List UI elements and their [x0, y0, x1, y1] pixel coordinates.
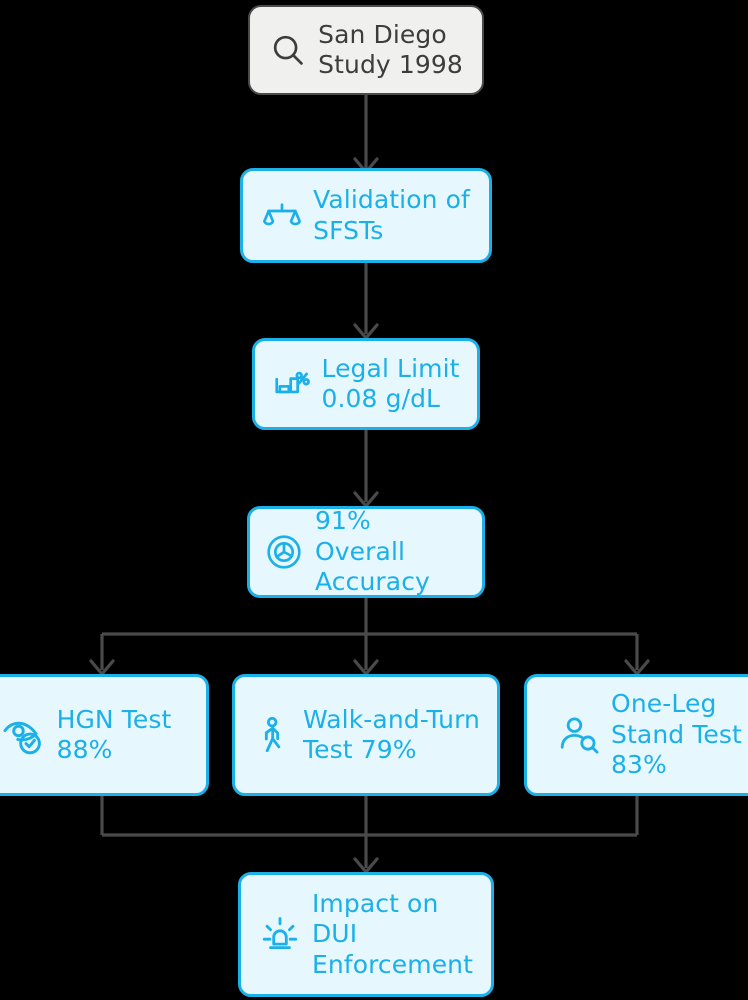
siren-beacon-icon — [259, 914, 301, 956]
node-label: Impact on DUI Enforcement — [311, 888, 474, 979]
node-label: San Diego Study 1998 — [318, 19, 463, 80]
eye-check-icon — [2, 713, 46, 757]
node-label: One-Leg Stand Test 83% — [611, 689, 742, 780]
node-validation-of-sfsts[interactable]: Validation of SFSTs — [240, 168, 492, 263]
node-label: Walk-and-Turn Test 79% — [303, 704, 480, 765]
edge-accuracy-fanout — [89, 598, 650, 676]
node-label: 91% Overall Accuracy — [315, 506, 430, 597]
node-impact-on-dui-enforcement[interactable]: Impact on DUI Enforcement — [238, 872, 494, 997]
node-label: Legal Limit 0.08 g/dL — [321, 353, 460, 414]
node-san-diego-study[interactable]: San Diego Study 1998 — [248, 5, 484, 95]
edge-tests-merge-to-impact — [100, 796, 639, 874]
scales-balance-icon — [262, 196, 302, 236]
node-walk-and-turn-test[interactable]: Walk-and-Turn Test 79% — [232, 674, 500, 796]
edge-legal-limit-to-accuracy — [353, 430, 379, 508]
magnifier-icon — [269, 31, 307, 69]
node-hgn-test[interactable]: HGN Test 88% — [0, 674, 209, 796]
node-label: Validation of SFSTs — [313, 185, 470, 245]
bar-chart-percent-icon — [272, 365, 311, 403]
walking-person-icon — [252, 714, 292, 756]
node-legal-limit[interactable]: Legal Limit 0.08 g/dL — [252, 338, 480, 430]
node-one-leg-stand-test[interactable]: One-Leg Stand Test 83% — [524, 674, 748, 796]
node-overall-accuracy[interactable]: 91% Overall Accuracy — [247, 506, 485, 598]
node-label: HGN Test 88% — [56, 704, 172, 765]
pie-chart-icon — [264, 532, 304, 572]
edge-validation-to-legal-limit — [353, 263, 379, 340]
person-search-icon — [558, 714, 600, 756]
edge-root-to-validation — [353, 95, 379, 174]
